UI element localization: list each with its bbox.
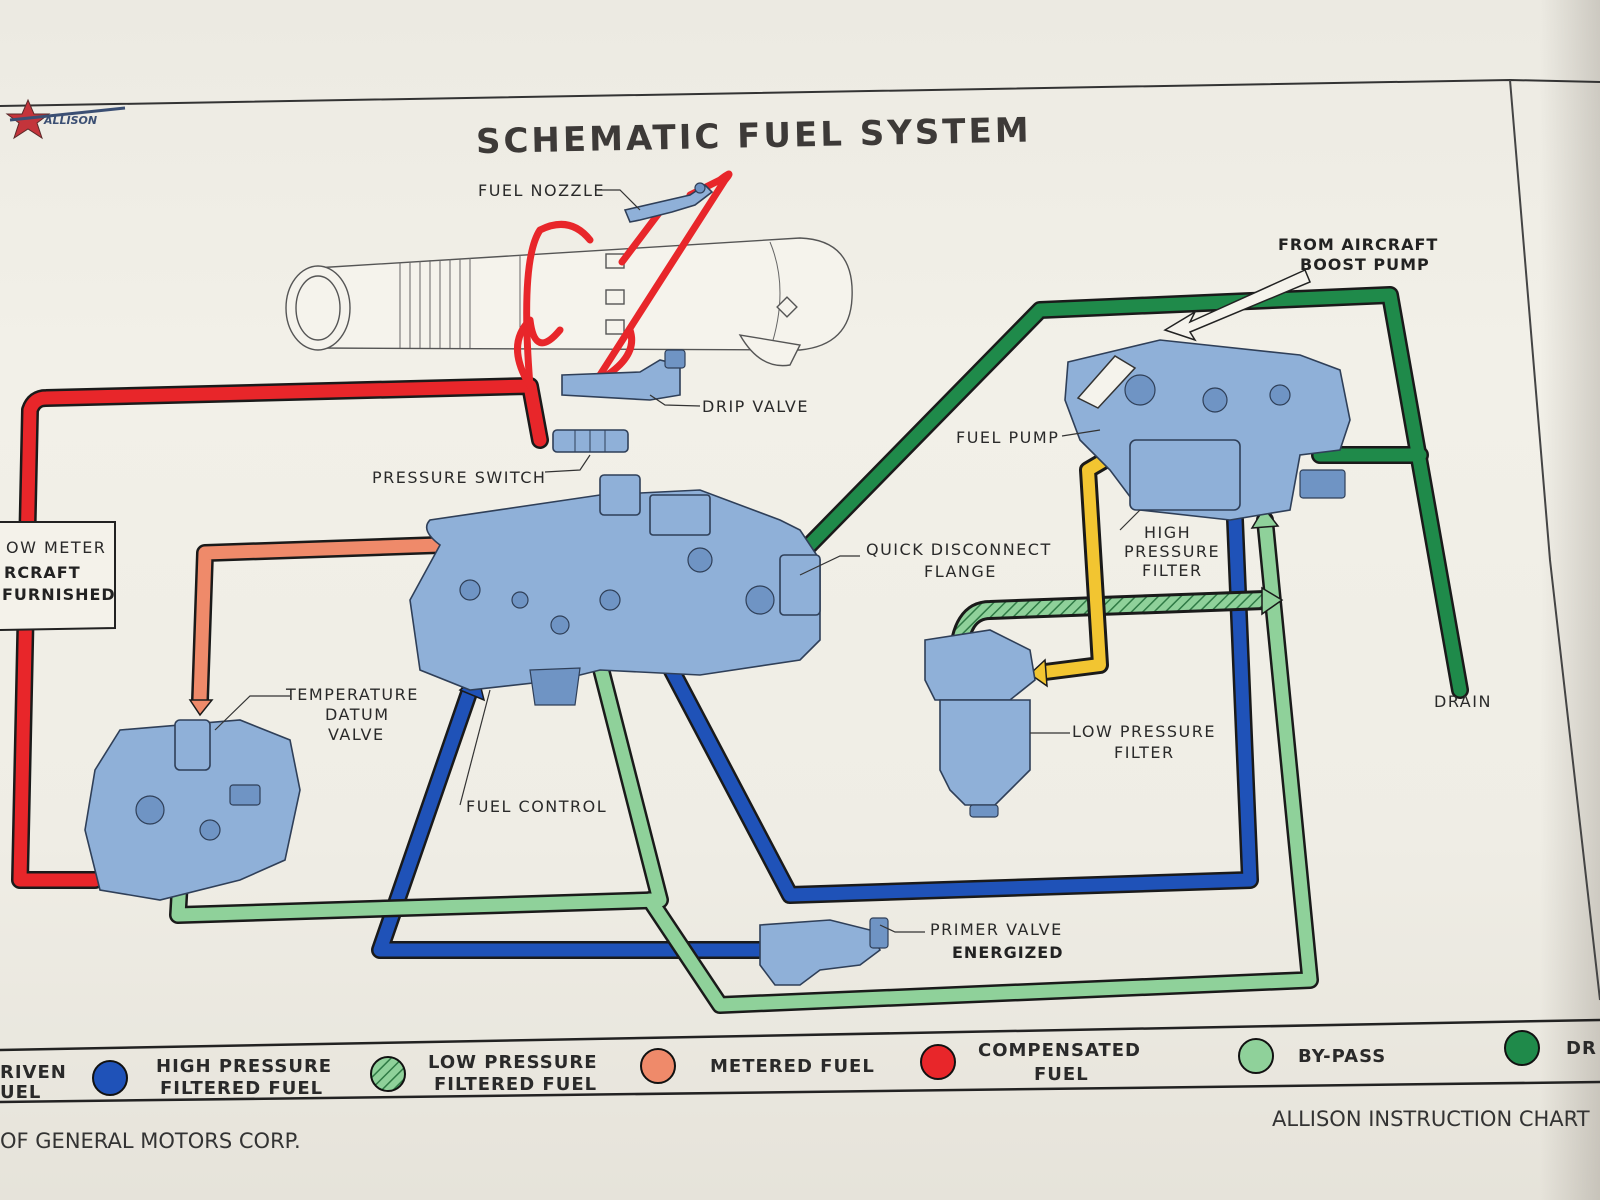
boost-pump-arrow [1163, 268, 1311, 342]
footer-left: OF GENERAL MOTORS CORP. [0, 1129, 301, 1153]
label-drip-valve: DRIP VALVE [702, 397, 809, 416]
legend-item-drain: DR [1504, 1030, 1597, 1066]
legend-item-compensated: COMPENSATED FUEL [920, 1040, 1141, 1085]
label-fuel-pump: FUEL PUMP [956, 428, 1059, 447]
label-primer-energized: ENERGIZED [952, 943, 1063, 962]
legend-label: BY-PASS [1298, 1046, 1386, 1067]
label-lp-filter-2: FILTER [1114, 743, 1175, 762]
logo-text: ALLISON [43, 114, 97, 127]
label-quick-disconnect-1: QUICK DISCONNECT [866, 540, 1052, 559]
label-fuel-control: FUEL CONTROL [466, 797, 607, 816]
legend-item-bypass: BY-PASS [1238, 1038, 1386, 1074]
legend-swatch [1238, 1038, 1274, 1074]
metered-fuel-arrow [188, 699, 214, 717]
primer-valve [759, 917, 889, 986]
legend-label: FILTERED FUEL [160, 1078, 323, 1099]
label-pressure-switch: PRESSURE SWITCH [372, 468, 546, 487]
label-primer-valve: PRIMER VALVE [930, 920, 1063, 939]
allison-star-logo-icon [5, 98, 126, 140]
label-temp-datum-3: VALVE [328, 725, 385, 744]
flow-meter-box [0, 521, 116, 631]
metered-fuel-line [193, 538, 441, 701]
bypass-arrow [1250, 506, 1280, 529]
label-temp-datum-2: DATUM [325, 705, 390, 724]
hp-filtered-fuel-line [373, 513, 1257, 957]
label-temp-datum-1: TEMPERATURE [285, 685, 419, 704]
page-curl-shadow [1540, 0, 1600, 1200]
legend-swatch [640, 1048, 676, 1084]
label-flow-meter-2: RCRAFT [4, 563, 81, 582]
label-flow-meter-3: FURNISHED [2, 585, 116, 604]
legend-label: FUEL [1034, 1064, 1089, 1085]
label-hp-filter-2: PRESSURE [1124, 542, 1220, 561]
engine-outline [285, 237, 853, 367]
legend-label: HIGH PRESSURE [156, 1056, 332, 1077]
legend-item-driven-fuel: RIVEN UEL [0, 1062, 67, 1103]
drain-line [783, 288, 1467, 697]
allison-logo: ALLISON [5, 98, 126, 140]
driven-fuel-arrow [1028, 658, 1048, 688]
fuel-nozzle [623, 182, 714, 223]
legend-label: COMPENSATED [978, 1040, 1141, 1061]
label-from-aircraft-2: BOOST PUMP [1300, 255, 1430, 274]
leader-lines [214, 189, 1141, 933]
legend-label: LOW PRESSURE [428, 1052, 598, 1073]
lp-filtered-arrow [1261, 586, 1284, 616]
metered-fuel-outline [191, 536, 441, 701]
driven-fuel-line [1044, 454, 1109, 678]
label-hp-filter-1: HIGH [1144, 523, 1191, 542]
drip-valve [561, 349, 686, 401]
page-title: SCHEMATIC FUEL SYSTEM [476, 110, 1032, 162]
legend-label: DR [1566, 1038, 1597, 1059]
label-lp-filter-1: LOW PRESSURE [1072, 722, 1216, 741]
low-pressure-filter [924, 629, 1036, 818]
legend-label: UEL [0, 1082, 41, 1103]
legend-label: FILTERED FUEL [434, 1074, 597, 1095]
legend-swatch [370, 1056, 406, 1092]
pressure-switch [552, 429, 629, 453]
footer-right: ALLISON INSTRUCTION CHART [1272, 1107, 1590, 1131]
legend-label: RIVEN [0, 1062, 67, 1083]
bypass-line [171, 513, 1317, 1012]
legend: RIVEN UEL HIGH PRESSURE FILTERED FUEL LO… [0, 1030, 1597, 1103]
label-flow-meter-1: OW METER [6, 538, 106, 557]
legend-swatch [92, 1060, 128, 1096]
chart-frame [0, 78, 1600, 1104]
label-hp-filter-3: FILTER [1142, 561, 1203, 580]
label-from-aircraft-1: FROM AIRCRAFT [1278, 235, 1438, 254]
compensated-fuel-line-main [13, 379, 547, 887]
legend-label: METERED FUEL [710, 1056, 875, 1077]
fuel-pump [1064, 339, 1351, 521]
fuel-control-unit [409, 474, 821, 706]
label-quick-disconnect-2: FLANGE [924, 562, 997, 581]
legend-swatch [1504, 1030, 1540, 1066]
temperature-datum-valve [84, 719, 301, 901]
label-fuel-nozzle: FUEL NOZZLE [478, 181, 605, 200]
label-drain: DRAIN [1434, 692, 1492, 711]
legend-item-hp-filtered: HIGH PRESSURE FILTERED FUEL [92, 1056, 332, 1099]
legend-swatch [920, 1044, 956, 1080]
legend-item-lp-filtered: LOW PRESSURE FILTERED FUEL [370, 1052, 598, 1095]
legend-item-metered: METERED FUEL [640, 1048, 875, 1084]
